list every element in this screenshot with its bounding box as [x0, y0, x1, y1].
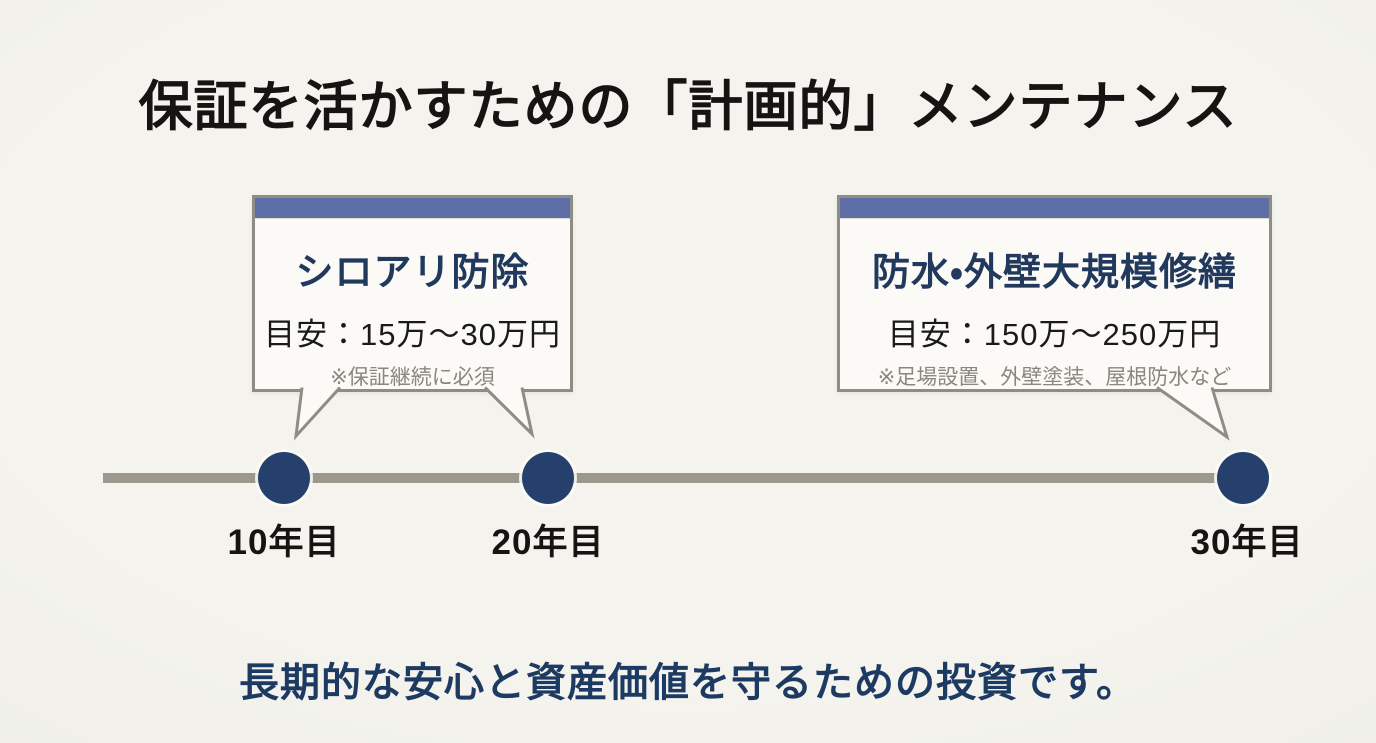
callout-termite-heading: シロアリ防除	[295, 252, 530, 294]
milestone-label-year20: 20年目	[491, 523, 605, 562]
milestone-label-year10: 10年目	[227, 523, 341, 562]
milestone-label-year30: 30年目	[1190, 523, 1304, 562]
callout-termite-header-strip	[255, 198, 570, 219]
callout-repair-estimate: 目安：150万～250万円	[887, 317, 1222, 352]
callout-repair-heading: 防水・外壁大規模修繕	[872, 252, 1237, 294]
timeline-line	[103, 473, 1245, 483]
callout-repair-note: ※足場設置、外壁塗装、屋根防水など	[877, 366, 1232, 389]
callout-repair-header-strip	[840, 198, 1269, 219]
callout-termite-estimate: 目安：15万～30万円	[264, 317, 561, 352]
timeline-dot-year30	[1217, 452, 1269, 504]
page-title: 保証を活かすための「計画的」メンテナンス	[138, 77, 1238, 137]
timeline-dot-year20	[522, 452, 574, 504]
callout-termite: シロアリ防除 目安：15万～30万円 ※保証継続に必須	[252, 195, 573, 392]
callout-repair: 防水・外壁大規模修繕 目安：150万～250万円 ※足場設置、外壁塗装、屋根防水…	[837, 195, 1272, 392]
footer-message: 長期的な安心と資産価値を守るための投資です。	[239, 661, 1137, 705]
callout-termite-note: ※保証継続に必須	[330, 366, 495, 389]
timeline-dot-year10	[258, 452, 310, 504]
